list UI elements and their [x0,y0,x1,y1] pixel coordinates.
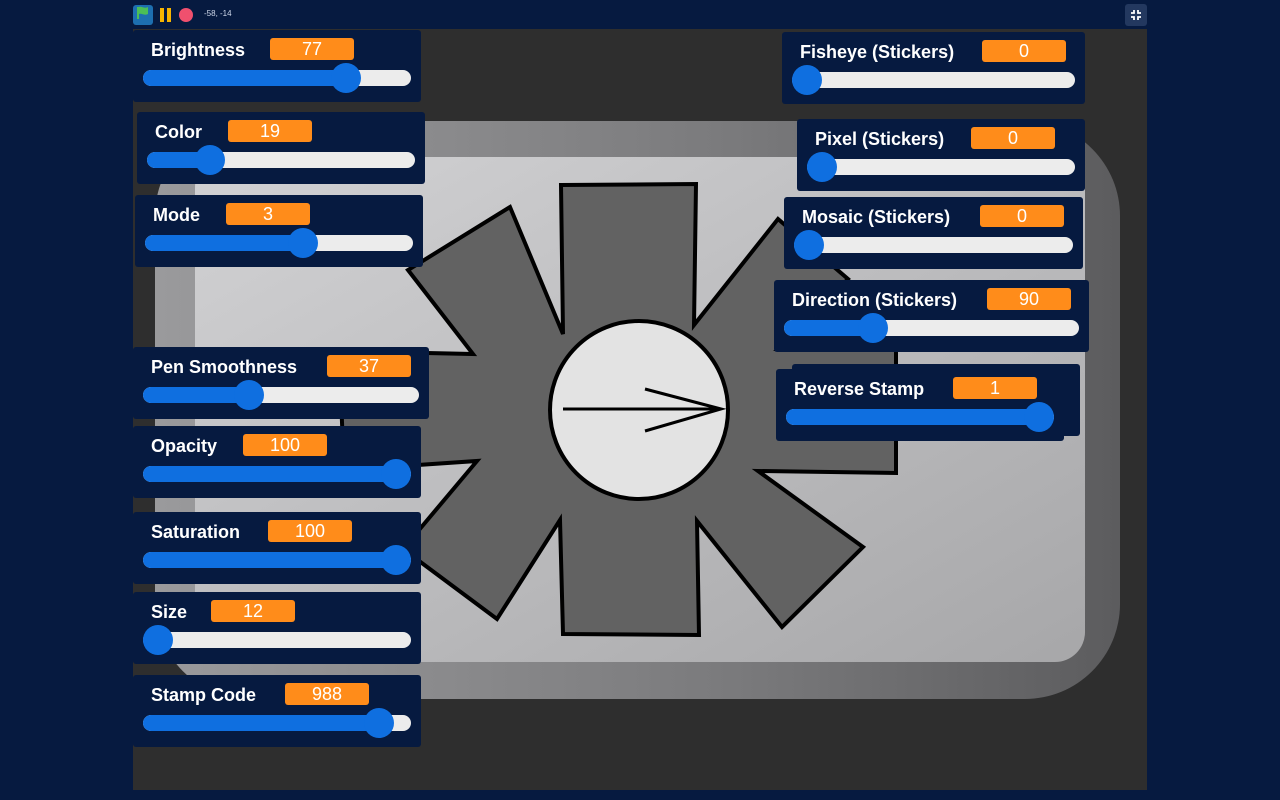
monitor-value: 988 [285,683,369,705]
monitor-label: Stamp Code [151,685,257,705]
monitor-slider[interactable] [143,459,411,489]
monitor-mosaic-stickers: Mosaic (Stickers) 0 [784,197,1083,269]
slider-thumb[interactable] [858,313,889,343]
monitor-direction-stickers: Direction (Stickers) 90 [774,280,1089,352]
fullscreen-icon [1125,10,1147,30]
monitor-label: Mode [153,205,200,225]
monitor-slider[interactable] [794,230,1073,260]
monitor-slider[interactable] [143,708,411,738]
monitor-brightness: Brightness 77 [133,30,421,102]
monitor-color: Color 19 [137,112,425,184]
monitor-slider[interactable] [786,402,1054,432]
monitor-slider[interactable] [145,228,413,258]
monitor-label: Brightness [151,40,246,60]
mouse-coordinates: -58, -14 [204,9,232,18]
monitor-label: Pen Smoothness [151,357,298,377]
pause-button[interactable] [158,7,174,23]
slider-thumb[interactable] [331,63,362,93]
slider-thumb[interactable] [381,459,411,489]
monitor-pixel-stickers: Pixel (Stickers) 0 [797,119,1085,191]
slider-thumb[interactable] [794,230,824,260]
gear-sprite[interactable] [336,181,898,638]
monitor-value: 19 [228,120,312,142]
monitor-label: Opacity [151,436,218,456]
monitor-value: 100 [243,434,327,456]
slider-thumb[interactable] [364,708,395,738]
slider-thumb[interactable] [143,625,173,655]
monitor-value: 0 [980,205,1064,227]
slider-thumb[interactable] [1024,402,1054,432]
monitor-label: Mosaic (Stickers) [802,207,951,227]
monitor-fisheye-stickers: Fisheye (Stickers) 0 [782,32,1085,104]
monitor-value: 1 [953,377,1037,399]
slider-thumb[interactable] [194,145,225,175]
monitor-slider[interactable] [784,313,1079,343]
monitor-label: Size [151,602,188,622]
monitor-saturation: Saturation 100 [133,512,421,584]
slider-thumb[interactable] [792,65,822,95]
monitor-value: 37 [327,355,411,377]
fullscreen-button[interactable] [1125,4,1147,26]
slider-thumb[interactable] [287,228,318,258]
arrow-right-icon [563,387,727,433]
monitor-label: Fisheye (Stickers) [800,42,955,62]
monitor-slider[interactable] [143,63,411,93]
monitor-value: 100 [268,520,352,542]
monitor-value: 0 [971,127,1055,149]
monitor-label: Saturation [151,522,241,542]
monitor-value: 12 [211,600,295,622]
monitor-slider[interactable] [147,145,415,175]
monitor-label: Direction (Stickers) [792,290,958,310]
monitor-stamp-code: Stamp Code 988 [133,675,421,747]
monitor-slider[interactable] [792,65,1075,95]
monitor-value: 90 [987,288,1071,310]
monitor-label: Color [155,122,202,142]
slider-thumb[interactable] [381,545,411,575]
monitor-value: 0 [982,40,1066,62]
monitor-label: Pixel (Stickers) [815,129,945,149]
monitor-opacity: Opacity 100 [133,426,421,498]
monitor-slider[interactable] [807,152,1075,182]
monitor-slider[interactable] [143,545,411,575]
monitor-value: 77 [270,38,354,60]
stage-toolbar: -58, -14 [0,0,1280,28]
monitor-slider[interactable] [143,380,419,410]
monitor-value: 3 [226,203,310,225]
stop-button[interactable] [179,8,193,22]
monitor-slider[interactable] [143,625,411,655]
slider-thumb[interactable] [807,152,837,182]
monitor-reverse-stamp: Reverse Stamp 1 [776,369,1064,441]
slider-thumb[interactable] [234,380,265,410]
green-flag-button[interactable] [133,5,153,25]
monitor-label: Reverse Stamp [794,379,925,399]
monitor-pen-smoothness: Pen Smoothness 37 [133,347,429,419]
monitor-size: Size 12 [133,592,421,664]
monitor-mode: Mode 3 [135,195,423,267]
green-flag-icon [136,6,150,25]
